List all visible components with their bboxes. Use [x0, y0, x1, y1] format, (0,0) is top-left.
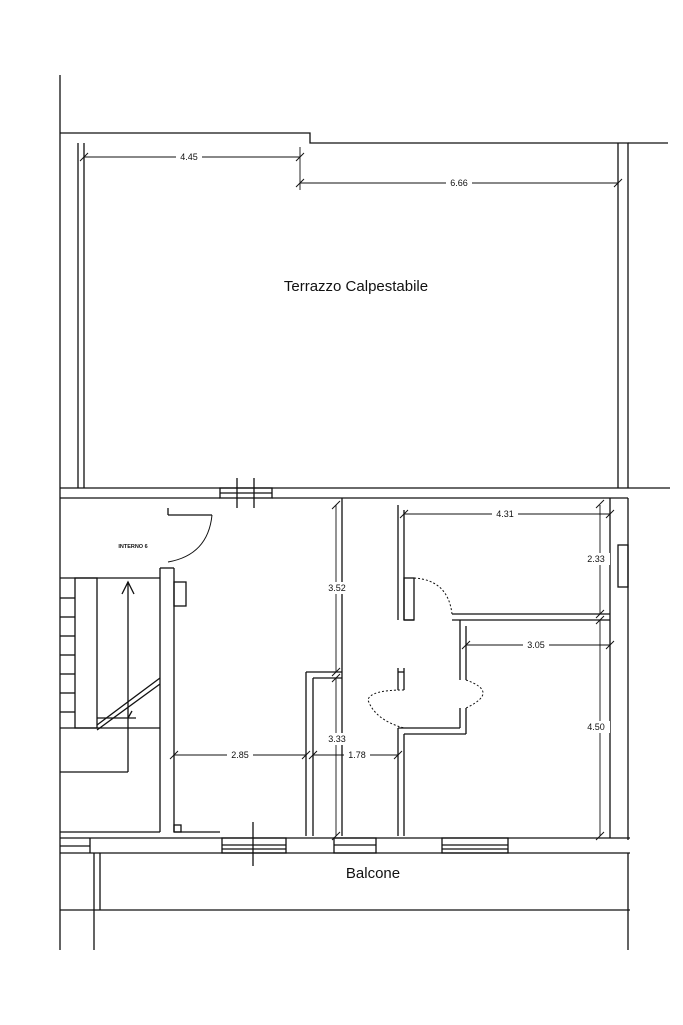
dim-label-2-33: 2.33: [587, 554, 605, 564]
dim-label-1-78: 1.78: [348, 750, 366, 760]
dimension-labels: 4.45 6.66 4.31 2.33 3.52 3.05 4.50 2.85 …: [176, 151, 610, 761]
dim-label-4-50: 4.50: [587, 722, 605, 732]
unit-label: INTERNO 6: [118, 544, 147, 550]
dim-label-4-45: 4.45: [180, 152, 198, 162]
room-labels: Terrazzo Calpestabile Balcone INTERNO 6: [118, 278, 428, 882]
dim-label-3-33: 3.33: [328, 734, 346, 744]
dimension-ticks: [79, 152, 623, 841]
dim-label-2-85: 2.85: [231, 750, 249, 760]
dim-label-3-05: 3.05: [527, 640, 545, 650]
dim-label-3-52: 3.52: [328, 583, 346, 593]
dimension-lines: [84, 147, 618, 836]
dim-label-4-31: 4.31: [496, 509, 514, 519]
door-swings: [167, 514, 484, 729]
terrace-label: Terrazzo Calpestabile: [284, 278, 428, 295]
dim-label-6-66: 6.66: [450, 178, 468, 188]
walls: [59, 75, 670, 950]
balcony-label: Balcone: [346, 865, 400, 882]
